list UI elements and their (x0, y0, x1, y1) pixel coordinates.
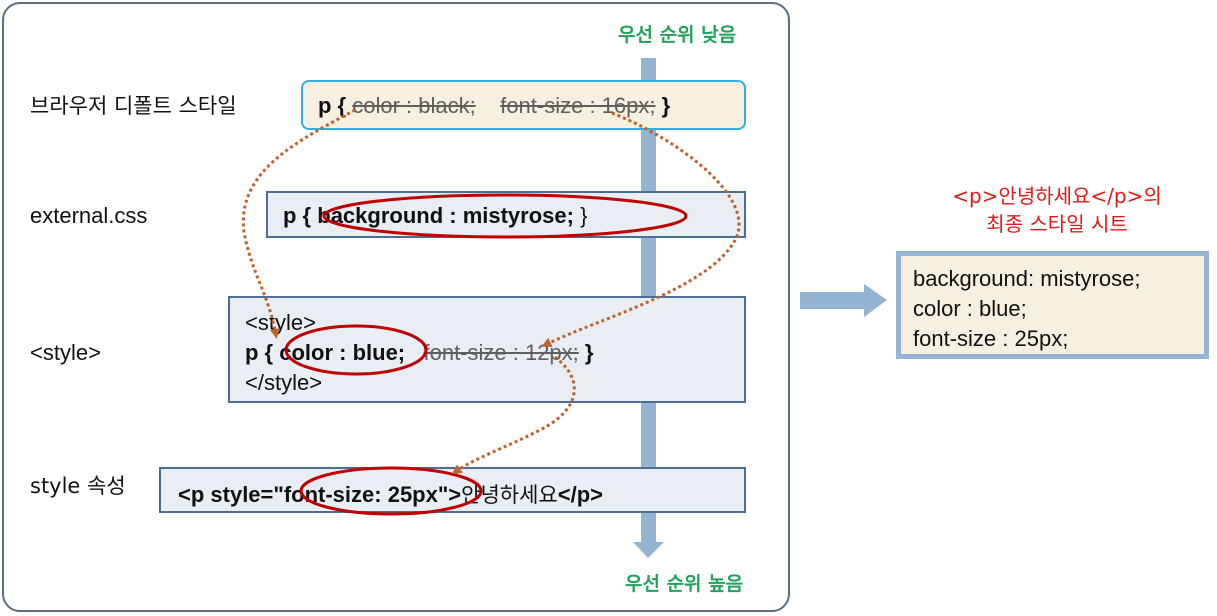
priority-arrow-head (633, 542, 664, 558)
style-close-tag: </style> (245, 370, 323, 395)
highlight-color-blue-ellipse (284, 324, 428, 376)
external-background-decl: background : mistyrose; (317, 203, 574, 228)
result-arrow-shaft (800, 292, 865, 309)
final-title-line2: 최종 스타일 시트 (986, 212, 1128, 236)
highlight-background-ellipse (322, 193, 688, 239)
label-browser-default: 브라우저 디폴트 스타일 (30, 94, 237, 118)
result-arrow-head (864, 284, 887, 317)
override-color-arrow (241, 108, 356, 339)
priority-high-label: 우선 순위 높음 (625, 573, 744, 595)
default-font-size-decl: font-size : 16px; (500, 93, 656, 118)
default-color-decl: color : black; (352, 93, 476, 118)
rule-close-brace: } (661, 93, 671, 118)
final-title-line1: <p>안녕하세요</p>의 (952, 184, 1162, 208)
external-css-rule-box: p { background : mistyrose; } (266, 191, 746, 238)
selector-p: p { (318, 93, 347, 118)
style-tag-rule-box: <style> p { color : blue; font-size : 12… (228, 296, 746, 403)
inline-style-rule-box: <p style="font-size: 25px">안녕하세요</p> (159, 467, 746, 513)
final-color-line: color : blue; (913, 296, 1027, 321)
selector-p: p { (245, 340, 274, 365)
highlight-font-size-ellipse (299, 466, 483, 516)
label-style-tag: <style> (30, 340, 101, 365)
style-open-tag: <style> (245, 310, 316, 335)
inline-tag-suffix: "> (437, 482, 462, 507)
rule-close-brace: } (580, 203, 588, 228)
browser-default-rule-box: p { color : black; font-size : 16px; } (301, 80, 746, 130)
priority-low-label: 우선 순위 낮음 (618, 24, 737, 46)
inline-end-tag: </p> (557, 482, 603, 507)
cascade-frame (2, 2, 790, 612)
final-font-size-line: font-size : 25px; (913, 326, 1069, 351)
inline-font-size-decl: font-size: 25px (283, 482, 438, 507)
override-font-size-arrow-1 (541, 111, 741, 347)
style-font-size-decl: font-size : 12px; (423, 340, 579, 365)
selector-p: p { (283, 203, 312, 228)
style-color-decl: color : blue; (279, 340, 406, 365)
label-style-attribute: style 속성 (30, 474, 126, 498)
label-external-css: external.css (30, 203, 148, 228)
final-stylesheet-box: background: mistyrose; color : blue; fon… (896, 251, 1209, 359)
rule-close-brace: } (584, 340, 594, 365)
override-font-size-arrow-2 (451, 355, 576, 475)
paragraph-content: 안녕하세요 (461, 483, 558, 507)
final-background-line: background: mistyrose; (913, 266, 1141, 291)
inline-tag-prefix: <p style=" (178, 482, 284, 507)
